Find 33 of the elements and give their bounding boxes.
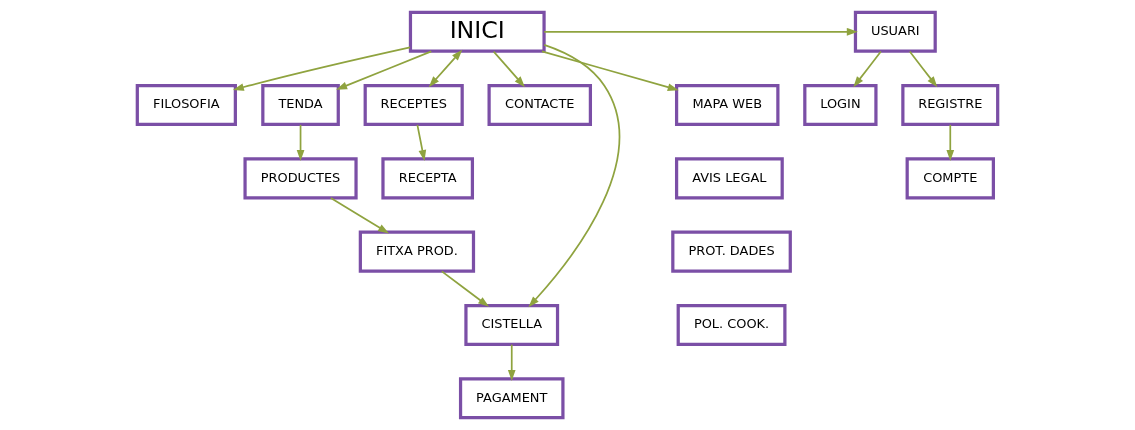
node-box: CISTELLA bbox=[464, 303, 560, 346]
node-box: AVIS LEGAL bbox=[675, 157, 784, 200]
arrow bbox=[541, 50, 679, 91]
node-box: PAGAMENT bbox=[458, 377, 565, 420]
arrow bbox=[543, 27, 858, 36]
arrow bbox=[428, 49, 463, 88]
arrow bbox=[416, 124, 427, 162]
arrow bbox=[232, 46, 411, 91]
arrow bbox=[946, 124, 955, 162]
node-box: RECEPTA bbox=[381, 157, 475, 200]
arrow bbox=[492, 50, 525, 88]
arrow bbox=[296, 124, 305, 162]
arrow bbox=[528, 44, 621, 308]
node-box: MAPA WEB bbox=[675, 84, 780, 127]
node-box: TENDA bbox=[261, 84, 340, 127]
node-box: PROT. DADES bbox=[671, 230, 792, 273]
node-box: REGISTRE bbox=[901, 84, 1000, 127]
node-box: INICI bbox=[408, 10, 546, 53]
node-box: LOGIN bbox=[803, 84, 878, 127]
arrow bbox=[507, 343, 516, 381]
node-box: CONTACTE bbox=[487, 84, 592, 127]
node-box: RECEPTES bbox=[363, 84, 464, 127]
arrow bbox=[329, 197, 390, 234]
node-box: FITXA PROD. bbox=[358, 230, 476, 273]
node-box: FILOSOFIA bbox=[135, 84, 237, 127]
arrow bbox=[440, 270, 490, 307]
node-box: PRODUCTES bbox=[243, 157, 358, 200]
node-box: USUARI bbox=[853, 10, 937, 53]
node-box: POL. COOK. bbox=[676, 303, 787, 346]
arrow bbox=[908, 50, 938, 88]
node-box: COMPTE bbox=[905, 157, 995, 200]
arrow bbox=[336, 50, 433, 90]
arrow bbox=[853, 50, 882, 88]
